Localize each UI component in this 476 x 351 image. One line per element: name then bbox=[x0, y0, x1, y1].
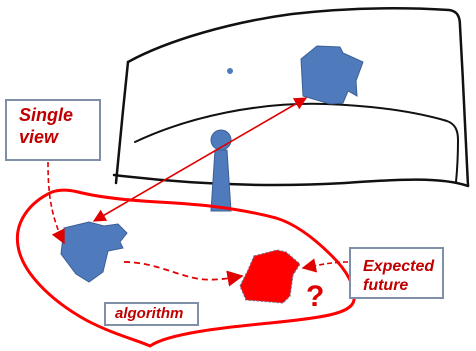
expected-future-label-line1: Expected bbox=[363, 258, 435, 275]
single-view-label-line2: view bbox=[19, 126, 59, 147]
observer-figure bbox=[210, 129, 232, 212]
algorithm-loop-outline bbox=[15, 188, 356, 348]
predicted-object-shape bbox=[239, 249, 301, 304]
view-projection-arrow bbox=[92, 97, 308, 222]
room-table-edge bbox=[134, 102, 459, 183]
algorithm-label-box: algorithm bbox=[104, 302, 199, 326]
room-left-wall bbox=[114, 60, 130, 185]
expected-future-label-box: Expected future bbox=[349, 247, 444, 299]
single-view-label-box: Single view bbox=[5, 99, 101, 161]
algorithm-flow-arrow bbox=[123, 261, 244, 287]
single-view-label-line1: Single bbox=[19, 105, 74, 125]
single-view-pointer-arrow bbox=[47, 161, 65, 245]
observed-object-shape bbox=[60, 221, 128, 283]
room-outline bbox=[126, 7, 470, 188]
algorithm-label: algorithm bbox=[115, 305, 184, 322]
expected-future-pointer-arrow bbox=[301, 258, 349, 273]
expected-future-label-line2: future bbox=[363, 277, 409, 295]
scene-object-shape bbox=[300, 45, 364, 105]
question-mark: ? bbox=[306, 280, 325, 313]
room-floor-line bbox=[112, 173, 470, 188]
distant-object-dot bbox=[227, 68, 233, 74]
